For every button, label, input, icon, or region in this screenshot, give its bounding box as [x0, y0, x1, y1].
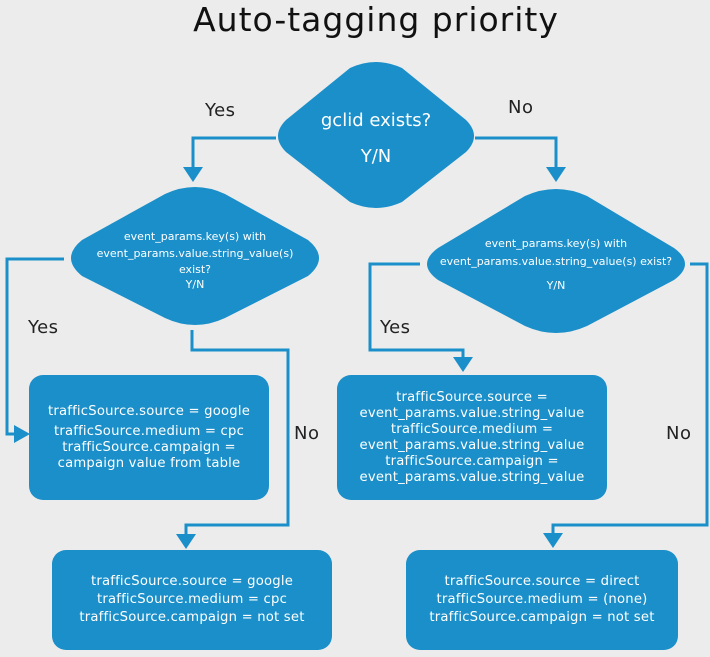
page-title: Auto-tagging priority — [193, 0, 559, 39]
arrowhead-left-yes — [14, 425, 30, 443]
edge-label-right-no: No — [666, 423, 692, 444]
outcome-google-notset-line-1: trafficSource.source = google — [90, 574, 294, 589]
edge-root-no — [475, 136, 558, 172]
outcome-direct-line-1: trafficSource.source = direct — [444, 574, 640, 589]
edge-left-yes — [5, 257, 64, 436]
arrowhead-root-yes — [183, 167, 203, 182]
outcome-google-table: trafficSource.source = google trafficSou… — [29, 375, 269, 500]
outcome-direct-line-2: trafficSource.medium = (none) — [436, 592, 648, 607]
outcome-event-params: trafficSource.source = event_params.valu… — [337, 375, 607, 500]
arrowhead-right-yes — [453, 357, 473, 372]
arrowhead-left-no — [176, 534, 196, 549]
outcome-event-params-line-2: event_params.value.string_value — [359, 405, 585, 421]
decision-event-params-left — [71, 187, 319, 325]
edge-right-no — [551, 262, 709, 538]
edge-label-root-no: No — [508, 97, 534, 118]
outcome-event-params-line-3: trafficSource.medium = — [390, 421, 554, 437]
decision-right-line-3: Y/N — [546, 279, 566, 292]
decision-gclid-text: gclid exists? Y/N — [286, 110, 466, 168]
edge-label-root-yes: Yes — [205, 100, 236, 121]
outcome-event-params-line-5: trafficSource.campaign = — [385, 453, 559, 469]
decision-left-text: event_params.key(s) with event_params.va… — [60, 228, 330, 292]
outcome-event-params-line-6: event_params.value.string_value — [359, 469, 585, 485]
decision-right-text: event_params.key(s) with event_params.va… — [416, 235, 696, 300]
decision-right-line-2: event_params.value.string_value(s) exist… — [439, 255, 673, 268]
decision-gclid — [278, 62, 474, 208]
outcome-google-table-line-4: campaign value from table — [57, 455, 241, 471]
decision-event-params-right — [427, 189, 685, 333]
outcome-google-notset-line-2: trafficSource.medium = cpc — [96, 592, 288, 607]
outcome-google-notset-line-3: trafficSource.campaign = not set — [79, 610, 305, 625]
outcome-google-table-line-3: trafficSource.campaign = — [62, 439, 236, 455]
edge-right-yes — [368, 262, 465, 362]
outcome-direct-line-3: trafficSource.campaign = not set — [429, 610, 655, 625]
decision-right-line-1: event_params.key(s) with — [484, 237, 628, 250]
edge-label-right-yes: Yes — [380, 317, 411, 338]
decision-gclid-yn: Y/N — [360, 146, 392, 167]
outcome-event-params-line-4: event_params.value.string_value — [359, 437, 585, 453]
outcome-direct: trafficSource.source = direct trafficSou… — [406, 550, 678, 650]
decision-left-line-3: exist? — [178, 263, 212, 276]
decision-gclid-question: gclid exists? — [320, 110, 432, 131]
outcome-google-table-line-2: trafficSource.medium = cpc — [53, 423, 245, 439]
arrowhead-root-no — [546, 167, 566, 182]
edge-left-no — [184, 330, 290, 539]
outcome-event-params-line-1: trafficSource.source = — [396, 389, 548, 405]
edge-root-yes — [191, 136, 276, 172]
outcome-google-table-line-1: trafficSource.source = google — [47, 403, 251, 419]
decision-left-line-2: event_params.value.string_value(s) — [96, 247, 294, 260]
outcome-google-notset: trafficSource.source = google trafficSou… — [52, 550, 332, 650]
edge-label-left-no: No — [294, 423, 320, 444]
edge-label-left-yes: Yes — [28, 317, 59, 338]
decision-left-line-4: Y/N — [185, 278, 205, 291]
decision-left-line-1: event_params.key(s) with — [123, 230, 267, 243]
arrowhead-right-no — [543, 533, 563, 548]
